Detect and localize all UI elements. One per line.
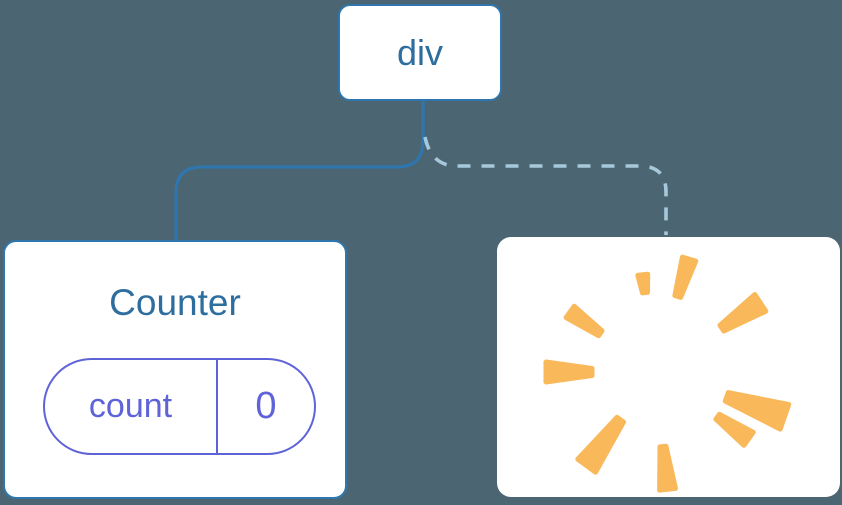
counter-component-card: Counter count 0 xyxy=(3,240,347,499)
poof-wedge xyxy=(657,443,678,493)
poof-wedge xyxy=(575,414,626,475)
poof-icon xyxy=(543,254,792,493)
state-pill-value: 0 xyxy=(255,385,277,427)
dashed-connector-line xyxy=(423,136,668,235)
poof-wedge xyxy=(563,303,605,339)
poof-wedge xyxy=(717,292,769,334)
tree-node-div: div xyxy=(338,4,502,101)
state-pill: count 0 xyxy=(43,358,316,455)
poof-wedge xyxy=(713,411,756,448)
solid-connector-line xyxy=(174,100,425,241)
poof-wedge xyxy=(672,254,699,300)
poof-wedge xyxy=(722,390,792,432)
tree-node-div-label: div xyxy=(396,31,444,73)
poof-wedge xyxy=(635,271,651,296)
removed-component-card xyxy=(497,237,840,497)
counter-component-title: Counter xyxy=(109,282,241,323)
state-pill-key: count xyxy=(45,360,218,453)
poof-wedge xyxy=(543,359,595,385)
